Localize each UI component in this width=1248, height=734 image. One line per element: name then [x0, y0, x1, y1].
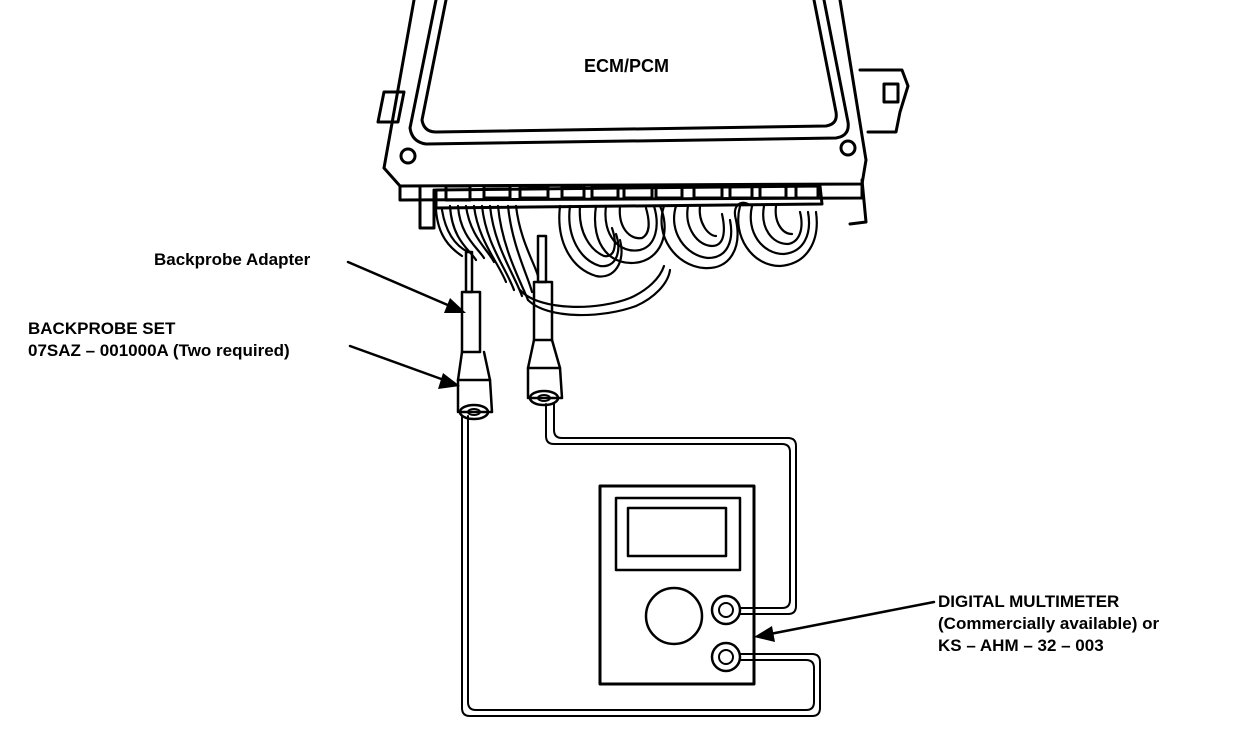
- backprobe-set-label: BACKPROBE SET 07SAZ – 001000A (Two requi…: [28, 318, 290, 362]
- arrowhead-multimeter: [754, 626, 775, 642]
- backprobe-right: [526, 234, 564, 407]
- backprobe-adapter-label: Backprobe Adapter: [154, 250, 311, 269]
- multimeter-availability: (Commercially available) or: [938, 614, 1160, 633]
- ecm-pcm-label: ECM/PCM: [584, 56, 669, 76]
- arrowhead-adapter: [444, 298, 466, 313]
- arrowhead-set: [438, 373, 460, 389]
- digital-multimeter-label: DIGITAL MULTIMETER (Commercially availab…: [938, 591, 1159, 657]
- backprobe-set-title: BACKPROBE SET: [28, 319, 176, 338]
- backprobe-set-part-number: 07SAZ – 001000A (Two required): [28, 341, 290, 360]
- arrowheads: [438, 298, 775, 642]
- multimeter-title: DIGITAL MULTIMETER: [938, 592, 1120, 611]
- digital-multimeter: [598, 484, 756, 686]
- test-leads: [461, 403, 821, 717]
- backprobe-left: [456, 250, 494, 421]
- wiring-harness: [434, 201, 818, 317]
- multimeter-part-number: KS – AHM – 32 – 003: [938, 636, 1104, 655]
- leader-arrows: [346, 260, 936, 636]
- ecm-housing: [376, 0, 910, 230]
